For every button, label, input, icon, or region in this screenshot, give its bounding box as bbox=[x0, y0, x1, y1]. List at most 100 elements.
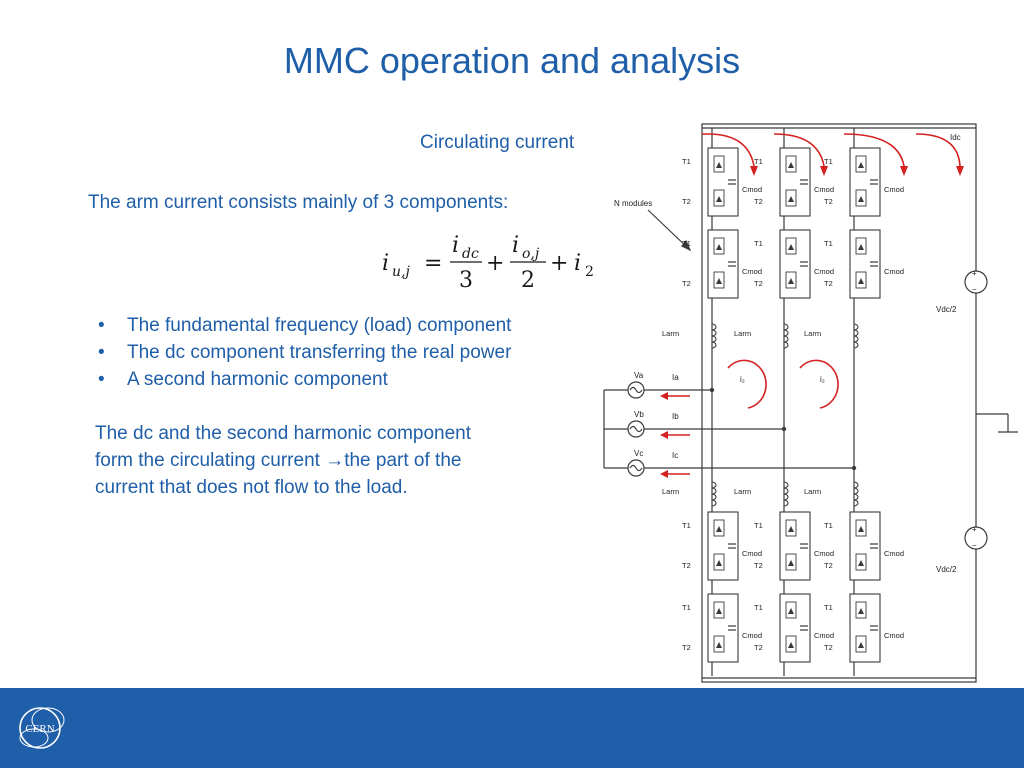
igbt-t2-icon bbox=[855, 635, 867, 653]
submodule-cell bbox=[707, 147, 739, 217]
formula-lhs: i bbox=[382, 251, 389, 276]
idc-arrow-icon bbox=[843, 133, 905, 167]
igbt-t1-icon bbox=[855, 601, 867, 619]
paragraph-fragment: the part of the bbox=[344, 450, 462, 471]
diode-icon bbox=[858, 642, 864, 648]
igbt-t1-icon bbox=[855, 519, 867, 537]
t2-label: T2 bbox=[754, 561, 763, 570]
submodule-cell bbox=[849, 511, 881, 581]
t2-label: T2 bbox=[824, 197, 833, 206]
igbt-t2-icon bbox=[855, 189, 867, 207]
sine-icon bbox=[629, 386, 643, 394]
larm-label: Larm bbox=[662, 487, 679, 496]
dc-minus-label: − bbox=[972, 285, 977, 294]
submodule-cell bbox=[849, 229, 881, 299]
i2-loop-arrow-icon bbox=[727, 359, 767, 409]
diode-icon bbox=[788, 162, 794, 168]
igbt-t2-icon bbox=[713, 271, 725, 289]
formula-term3: i bbox=[574, 251, 581, 276]
cmod-label: Cmod bbox=[884, 185, 904, 194]
vdc-lower-label: Vdc/2 bbox=[936, 565, 957, 574]
t1-label: T1 bbox=[824, 157, 833, 166]
diode-icon bbox=[716, 162, 722, 168]
cmod-label: Cmod bbox=[742, 267, 762, 276]
ia-label: Ia bbox=[672, 373, 679, 382]
t1-label: T1 bbox=[754, 239, 763, 248]
cern-logo-icon: CERN bbox=[19, 707, 65, 749]
cmod-label: Cmod bbox=[884, 549, 904, 558]
formula-term2-num: i bbox=[512, 233, 519, 258]
diode-icon bbox=[788, 560, 794, 566]
diode-icon bbox=[716, 278, 722, 284]
sine-icon bbox=[629, 425, 643, 433]
diode-icon bbox=[788, 196, 794, 202]
submodule-cell bbox=[849, 593, 881, 663]
intro-text: The arm current consists mainly of 3 com… bbox=[88, 192, 509, 213]
right-arrow-icon: → bbox=[325, 450, 345, 471]
mmc-circuit-diagram: T1T2CmodT1T2CmodT1T2CmodT1T2CmodLarmLarm… bbox=[603, 123, 1018, 683]
formula-term3-sub: 2 bbox=[585, 264, 594, 280]
paragraph-line: current that does not flow to the load. bbox=[95, 477, 408, 498]
t2-label: T2 bbox=[682, 561, 691, 570]
submodule-cell bbox=[707, 229, 739, 299]
diode-icon bbox=[858, 278, 864, 284]
idc-arrow-icon bbox=[915, 133, 961, 167]
igbt-t1-icon bbox=[855, 155, 867, 173]
igbt-t2-icon bbox=[785, 271, 797, 289]
igbt-t1-icon bbox=[785, 519, 797, 537]
dc-bus-frame bbox=[701, 123, 977, 683]
t2-label: T2 bbox=[824, 643, 833, 652]
list-item: The fundamental frequency (load) compone… bbox=[95, 312, 511, 339]
diode-icon bbox=[788, 608, 794, 614]
igbt-t2-icon bbox=[855, 271, 867, 289]
t2-label: T2 bbox=[754, 643, 763, 652]
n-modules-arrowhead bbox=[681, 239, 692, 252]
vc-source-icon bbox=[627, 459, 645, 477]
ib-label: Ib bbox=[672, 412, 679, 421]
larm-label: Larm bbox=[734, 329, 751, 338]
list-item: A second harmonic component bbox=[95, 366, 511, 393]
cmod-label: Cmod bbox=[814, 549, 834, 558]
igbt-t2-icon bbox=[785, 635, 797, 653]
cmod-label: Cmod bbox=[742, 185, 762, 194]
dc-minus-label: − bbox=[972, 541, 977, 550]
formula-term2-num-sub: o,j bbox=[522, 246, 540, 262]
diode-icon bbox=[858, 526, 864, 532]
dc-source-upper-icon bbox=[964, 270, 988, 294]
t1-label: T1 bbox=[824, 239, 833, 248]
submodule-cell bbox=[779, 593, 811, 663]
larm-label: Larm bbox=[734, 487, 751, 496]
arrowhead-icon bbox=[660, 392, 668, 400]
t1-label: T1 bbox=[824, 603, 833, 612]
submodule-cell bbox=[707, 511, 739, 581]
slide-subtitle: Circulating current bbox=[420, 132, 575, 153]
diode-icon bbox=[788, 244, 794, 250]
cmod-label: Cmod bbox=[814, 185, 834, 194]
t1-label: T1 bbox=[682, 239, 691, 248]
igbt-t1-icon bbox=[713, 237, 725, 255]
formula-plus-2: + bbox=[550, 251, 568, 276]
vdc-upper-label: Vdc/2 bbox=[936, 305, 957, 314]
component-list: The fundamental frequency (load) compone… bbox=[95, 312, 511, 393]
igbt-t1-icon bbox=[785, 237, 797, 255]
junction-dot bbox=[709, 387, 715, 393]
footer-bar: CERN bbox=[0, 688, 1024, 768]
igbt-t2-icon bbox=[713, 635, 725, 653]
diode-icon bbox=[716, 642, 722, 648]
arrowhead-icon bbox=[956, 166, 964, 176]
igbt-t1-icon bbox=[785, 601, 797, 619]
igbt-t2-icon bbox=[855, 553, 867, 571]
paragraph-line: The dc and the second harmonic component bbox=[95, 423, 472, 444]
dc-plus-label: + bbox=[972, 525, 977, 534]
larm-label: Larm bbox=[662, 329, 679, 338]
t1-label: T1 bbox=[682, 521, 691, 530]
va-source-icon bbox=[627, 381, 645, 399]
igbt-t1-icon bbox=[713, 519, 725, 537]
t1-label: T1 bbox=[754, 157, 763, 166]
idc-arrow-icon bbox=[773, 133, 825, 167]
igbt-t2-icon bbox=[785, 553, 797, 571]
cmod-label: Cmod bbox=[742, 549, 762, 558]
formula-equals: = bbox=[424, 251, 442, 276]
igbt-t1-icon bbox=[855, 237, 867, 255]
diode-icon bbox=[716, 526, 722, 532]
